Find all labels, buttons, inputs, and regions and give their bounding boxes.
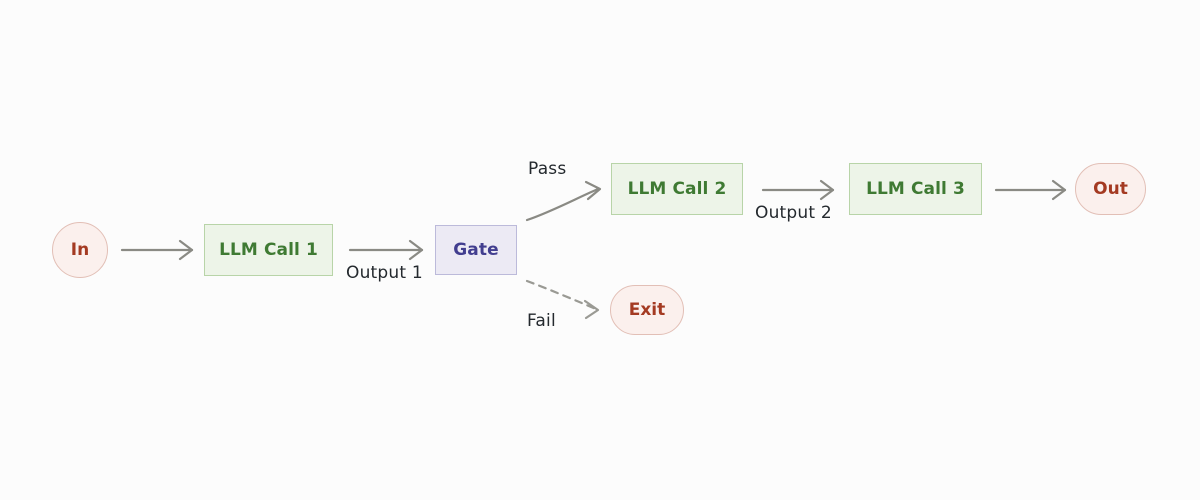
edge-label-output-2: Output 2 bbox=[755, 203, 832, 223]
edge-gate-to-llm-call-2-pass bbox=[525, 180, 602, 222]
edge-llm-call-3-to-out bbox=[994, 179, 1067, 201]
arrowhead-icon bbox=[584, 180, 602, 201]
node-llm-call-2[interactable]: LLM Call 2 bbox=[611, 163, 743, 215]
node-llm-call-3[interactable]: LLM Call 3 bbox=[849, 163, 982, 215]
arrowhead-icon bbox=[408, 239, 424, 261]
node-out[interactable]: Out bbox=[1075, 163, 1146, 215]
edge-label-output-1: Output 1 bbox=[346, 263, 423, 283]
arrowhead-icon bbox=[819, 179, 835, 201]
edge-label-pass: Pass bbox=[528, 159, 567, 179]
node-in[interactable]: In bbox=[52, 222, 108, 278]
edge-llm-call-2-to-llm-call-3 bbox=[761, 179, 835, 201]
arrowhead-icon bbox=[583, 299, 600, 320]
edge-label-fail: Fail bbox=[527, 311, 556, 331]
arrowhead-icon bbox=[1051, 179, 1067, 201]
node-exit[interactable]: Exit bbox=[610, 285, 684, 335]
edge-in-to-llm-call-1 bbox=[120, 239, 194, 261]
arrowhead-icon bbox=[178, 239, 194, 261]
node-gate[interactable]: Gate bbox=[435, 225, 517, 275]
edge-llm-call-1-to-gate bbox=[348, 239, 424, 261]
node-llm-call-1[interactable]: LLM Call 1 bbox=[204, 224, 333, 276]
